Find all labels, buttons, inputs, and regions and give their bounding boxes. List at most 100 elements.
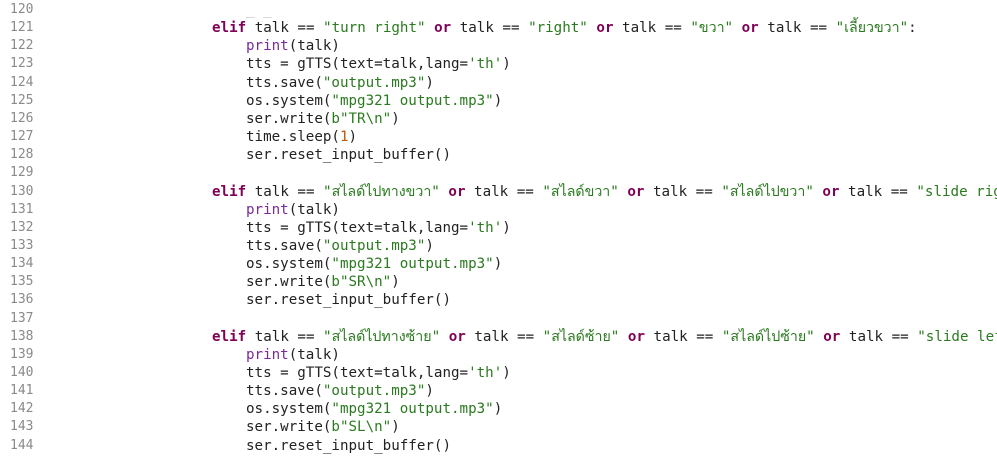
code-token: time.sleep( xyxy=(246,129,340,145)
code-token: "สไลด์ไปขวา" xyxy=(721,183,814,200)
code-text: elif talk == "turn right" or talk == "ri… xyxy=(212,19,917,37)
line-number: 121 xyxy=(10,20,34,36)
code-token: _ _ xyxy=(246,2,272,18)
code-token: talk == xyxy=(465,328,543,345)
code-text: os.system("mpg321 output.mp3") xyxy=(246,255,502,273)
code-token: : xyxy=(908,20,917,37)
code-token: talk == xyxy=(246,183,324,200)
code-text: print(talk) xyxy=(246,201,340,219)
code-token: ) xyxy=(502,219,511,236)
code-token: "output.mp3" xyxy=(322,74,426,91)
code-token xyxy=(440,329,449,345)
code-token: ) xyxy=(493,92,503,109)
code-line[interactable]: 136 ser.reset_input_buffer() xyxy=(0,291,997,309)
code-token: "turn right" xyxy=(323,20,426,37)
code-token: "สไลด์ขวา" xyxy=(542,183,619,200)
code-token: ) xyxy=(391,110,400,127)
code-line[interactable]: 137 xyxy=(0,310,997,328)
code-token: "mpg321 output.mp3" xyxy=(331,92,494,109)
code-token: or xyxy=(822,183,840,200)
code-text: ser.reset_input_buffer() xyxy=(246,437,451,455)
code-token: 'th' xyxy=(468,365,503,381)
code-token: or xyxy=(434,20,452,37)
code-token xyxy=(733,20,742,36)
line-number-gutter xyxy=(0,0,44,461)
line-number: 128 xyxy=(10,147,34,163)
code-line[interactable]: 129 xyxy=(0,164,997,182)
code-line[interactable]: 121 elif talk == "turn right" or talk == … xyxy=(0,19,997,37)
code-token: ser.write( xyxy=(246,110,332,127)
line-number: 140 xyxy=(10,365,34,380)
code-token: talk == xyxy=(246,20,324,37)
code-token: "เลี้ยวขวา" xyxy=(835,20,909,37)
code-text: tts.save("output.mp3") xyxy=(246,74,434,92)
code-token: tts.save( xyxy=(246,383,323,400)
code-token: print xyxy=(246,38,289,55)
code-token: or xyxy=(823,328,841,345)
code-token: (talk) xyxy=(288,346,340,363)
code-text: ser.write(b"TR\n") xyxy=(246,110,400,128)
line-number: 137 xyxy=(10,310,34,326)
code-token: ser.reset_input_buffer() xyxy=(246,437,451,454)
code-token: tts = gTTS(text=talk,lang= xyxy=(246,365,469,381)
code-text: ser.write(b"SL\n") xyxy=(246,418,400,436)
code-text: _ _ xyxy=(246,1,272,19)
code-token: talk == xyxy=(758,20,836,37)
code-token xyxy=(815,329,824,345)
code-token: ) xyxy=(493,401,503,418)
code-token: "ขวา" xyxy=(690,20,734,37)
code-token: "slide right" xyxy=(916,183,997,200)
code-token: talk == xyxy=(451,20,529,37)
code-token: talk == xyxy=(840,328,918,345)
code-token: os.system( xyxy=(246,256,332,273)
code-line[interactable]: 120_ _ xyxy=(0,1,997,19)
code-token: ) xyxy=(425,383,434,400)
code-token: talk == xyxy=(839,183,917,200)
code-token: "สไลด์ซ้าย" xyxy=(542,328,620,345)
code-token: 1 xyxy=(339,129,349,145)
code-text: tts.save("output.mp3") xyxy=(246,237,434,255)
code-text: tts = gTTS(text=talk,lang='th') xyxy=(246,219,511,237)
line-number: 130 xyxy=(10,183,34,199)
line-number: 138 xyxy=(10,328,34,344)
code-text: os.system("mpg321 output.mp3") xyxy=(246,92,502,110)
code-token: talk == xyxy=(246,328,324,345)
code-token: talk == xyxy=(645,328,722,345)
line-number: 141 xyxy=(10,383,34,399)
code-token xyxy=(426,20,435,36)
code-token: or xyxy=(448,183,466,200)
code-token: "mpg321 output.mp3" xyxy=(331,256,494,273)
code-token: or xyxy=(448,328,466,345)
code-token: ) xyxy=(425,74,434,91)
code-token: b"TR\n" xyxy=(331,110,392,127)
code-token: (talk) xyxy=(288,38,340,55)
code-token: ser.reset_input_buffer() xyxy=(246,292,451,309)
code-token: "output.mp3" xyxy=(322,237,426,254)
code-token: talk == xyxy=(465,183,543,200)
code-token: talk == xyxy=(644,183,722,200)
line-number: 139 xyxy=(10,346,34,362)
line-number: 136 xyxy=(10,292,34,308)
